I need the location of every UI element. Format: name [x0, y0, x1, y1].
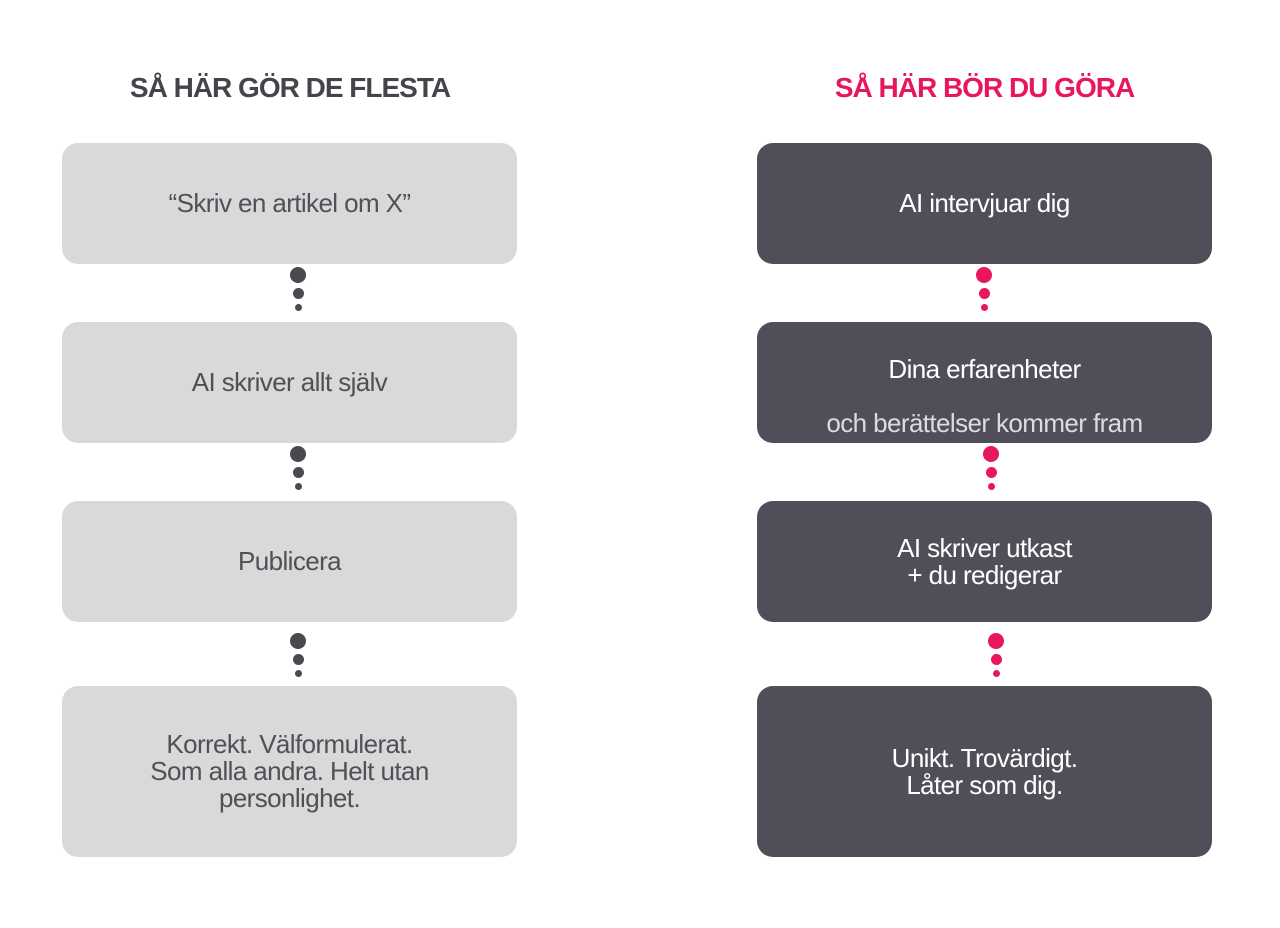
right-flow-column: AI intervjuar dig Dina erfarenheter och … [757, 0, 1212, 928]
connector-dot-medium [292, 654, 304, 665]
connector-dot-medium [985, 467, 997, 478]
right-step-4-box: Unikt. Trovärdigt. Låter som dig. [757, 686, 1212, 857]
connector-dot-medium [978, 288, 990, 299]
right-connector-2 [976, 446, 1006, 494]
connector-dot-large [290, 633, 306, 649]
connector-dot-medium [292, 288, 304, 299]
right-step-4-text: Unikt. Trovärdigt. Låter som dig. [891, 742, 1078, 800]
left-connector-3 [283, 633, 313, 681]
right-step-1-box: AI intervjuar dig [757, 143, 1212, 264]
right-step-2-secondary: och berättelser kommer fram [826, 407, 1143, 438]
right-step-2-box: Dina erfarenheter och berättelser kommer… [757, 322, 1212, 443]
connector-dot-small [992, 670, 1000, 677]
left-connector-1 [283, 267, 313, 315]
connector-dot-small [294, 670, 302, 677]
right-connector-1 [969, 267, 999, 315]
connector-dot-large [988, 633, 1004, 649]
connector-dot-large [290, 446, 306, 462]
right-step-2-text: Dina erfarenheter och berättelser kommer… [826, 329, 1143, 438]
right-column-heading: SÅ HÄR BÖR DU GÖRA [834, 72, 1135, 103]
connector-dot-small [987, 483, 995, 490]
left-step-3-text: Publicera [238, 546, 342, 576]
left-step-2-text: AI skriver allt själv [191, 367, 388, 397]
left-flow-column: “Skriv en artikel om X” AI skriver allt … [62, 0, 517, 928]
right-step-3-text: AI skriver utkast + du redigerar [897, 532, 1072, 590]
connector-dot-large [290, 267, 306, 283]
left-step-3-box: Publicera [62, 501, 517, 622]
right-step-1-text: AI intervjuar dig [899, 188, 1070, 218]
left-step-4-text: Korrekt. Välformulerat. Som alla andra. … [150, 729, 429, 813]
connector-dot-small [980, 304, 988, 311]
connector-dot-medium [292, 467, 304, 478]
connector-dot-large [983, 446, 999, 462]
left-step-1-box: “Skriv en artikel om X” [62, 143, 517, 264]
left-column-heading: SÅ HÄR GÖR DE FLESTA [129, 72, 451, 103]
left-step-1-text: “Skriv en artikel om X” [168, 188, 412, 218]
right-connector-3 [981, 633, 1011, 681]
left-step-2-box: AI skriver allt själv [62, 322, 517, 443]
connector-dot-small [294, 483, 302, 490]
right-step-2-primary: Dina erfarenheter [888, 353, 1081, 384]
connector-dot-small [294, 304, 302, 311]
left-step-4-box: Korrekt. Välformulerat. Som alla andra. … [62, 686, 517, 857]
connector-dot-large [976, 267, 992, 283]
connector-dot-medium [990, 654, 1002, 665]
right-step-3-box: AI skriver utkast + du redigerar [757, 501, 1212, 622]
left-connector-2 [283, 446, 313, 494]
